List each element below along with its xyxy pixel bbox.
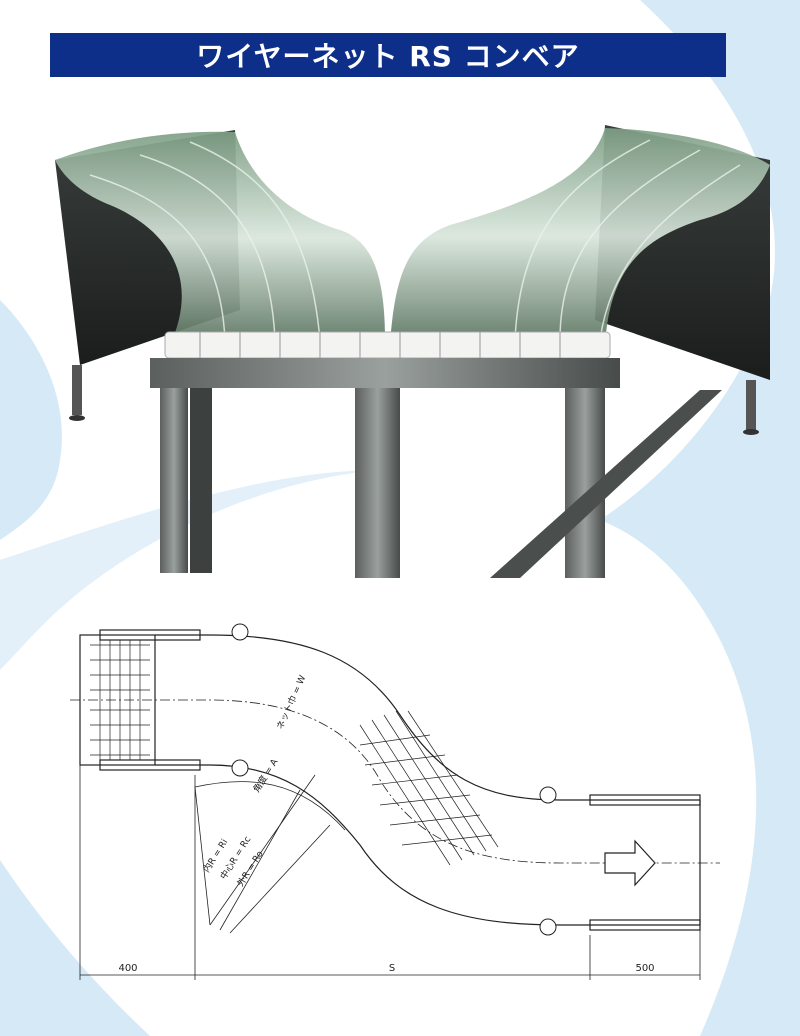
- technical-drawing: ネット巾 = W 角度 = A 内R = Ri 中心R = Rc 外R = Ro…: [70, 623, 720, 980]
- page-title: ワイヤーネット RS コンベア: [196, 40, 580, 73]
- dimension-right: 500: [635, 963, 654, 974]
- title-banner: ワイヤーネット RS コンベア: [50, 33, 726, 77]
- dimension-left: 400: [118, 963, 137, 974]
- conveyor-photo: [55, 125, 770, 578]
- label-angle: 角度 = A: [250, 756, 280, 795]
- dimension-middle: S: [389, 963, 395, 974]
- label-net-width: ネット巾 = W: [274, 673, 309, 731]
